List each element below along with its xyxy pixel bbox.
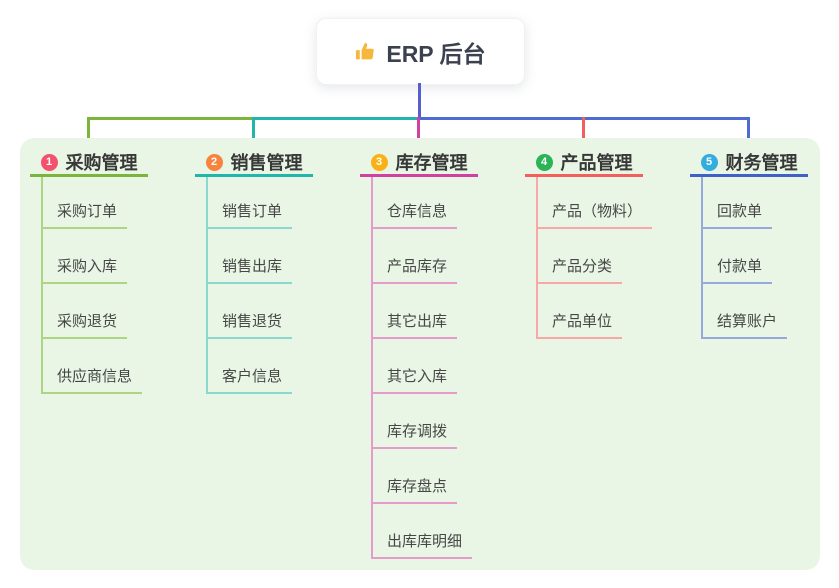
connector-drop-inventory — [417, 117, 420, 149]
node-other-inbound[interactable]: 其它入库 — [371, 362, 458, 394]
connector-drop-product — [582, 117, 585, 149]
node-payment-doc[interactable]: 付款单 — [701, 252, 773, 284]
badge-3: 3 — [370, 153, 388, 171]
badge-1: 1 — [40, 153, 58, 171]
branch-title-inventory: 库存管理 — [395, 153, 468, 173]
node-product-category[interactable]: 产品分类 — [536, 252, 623, 284]
branch-header-purchase[interactable]: 1 采购管理 — [30, 150, 148, 177]
branch-sales: 2 销售管理 销售订单 销售出库 销售退货 客户信息 — [195, 150, 360, 570]
connector-horizontal-teal — [254, 117, 419, 120]
branch-title-sales: 销售管理 — [230, 153, 303, 173]
branch-title-finance: 财务管理 — [725, 153, 798, 173]
connector-horizontal-green — [88, 117, 254, 120]
node-purchase-return[interactable]: 采购退货 — [41, 307, 128, 339]
node-purchase-inbound[interactable]: 采购入库 — [41, 252, 128, 284]
node-warehouse-info[interactable]: 仓库信息 — [371, 197, 458, 229]
connector-drop-purchase — [87, 117, 90, 149]
connector-drop-finance — [747, 117, 750, 149]
branch-title-purchase: 采购管理 — [65, 153, 138, 173]
branch-product: 4 产品管理 产品（物料） 产品分类 产品单位 — [525, 150, 690, 570]
node-supplier-info[interactable]: 供应商信息 — [41, 362, 143, 394]
node-sales-outbound[interactable]: 销售出库 — [206, 252, 293, 284]
badge-2: 2 — [205, 153, 223, 171]
branch-purchase: 1 采购管理 采购订单 采购入库 采购退货 供应商信息 — [30, 150, 195, 570]
node-receipt-doc[interactable]: 回款单 — [701, 197, 773, 229]
node-stock-check[interactable]: 库存盘点 — [371, 472, 458, 504]
branch-title-product: 产品管理 — [560, 153, 633, 173]
node-sales-order[interactable]: 销售订单 — [206, 197, 293, 229]
branch-finance: 5 财务管理 回款单 付款单 结算账户 — [690, 150, 839, 570]
branches-panel — [20, 138, 820, 570]
node-product-material[interactable]: 产品（物料） — [536, 197, 653, 229]
trunk-finance — [701, 177, 703, 339]
node-other-outbound[interactable]: 其它出库 — [371, 307, 458, 339]
badge-5: 5 — [700, 153, 718, 171]
branch-header-sales[interactable]: 2 销售管理 — [195, 150, 313, 177]
node-sales-return[interactable]: 销售退货 — [206, 307, 293, 339]
trunk-product — [536, 177, 538, 339]
branch-header-product[interactable]: 4 产品管理 — [525, 150, 643, 177]
branch-header-inventory[interactable]: 3 库存管理 — [360, 150, 478, 177]
node-purchase-order[interactable]: 采购订单 — [41, 197, 128, 229]
trunk-inventory — [371, 177, 373, 559]
trunk-sales — [206, 177, 208, 394]
branch-inventory: 3 库存管理 仓库信息 产品库存 其它出库 其它入库 库存调拨 库存盘点 出库库… — [360, 150, 525, 570]
root-title: ERP 后台 — [386, 40, 486, 67]
node-settlement-account[interactable]: 结算账户 — [701, 307, 788, 339]
node-outbound-detail[interactable]: 出库库明细 — [371, 527, 473, 559]
thumbs-up-icon — [355, 41, 377, 63]
root-node[interactable]: ERP 后台 — [316, 18, 525, 85]
trunk-purchase — [41, 177, 43, 394]
node-stock-transfer[interactable]: 库存调拨 — [371, 417, 458, 449]
node-product-stock[interactable]: 产品库存 — [371, 252, 458, 284]
node-product-unit[interactable]: 产品单位 — [536, 307, 623, 339]
connector-root-vertical — [418, 83, 421, 118]
connector-drop-sales — [252, 117, 255, 149]
branch-header-finance[interactable]: 5 财务管理 — [690, 150, 808, 177]
badge-4: 4 — [535, 153, 553, 171]
node-customer-info[interactable]: 客户信息 — [206, 362, 293, 394]
